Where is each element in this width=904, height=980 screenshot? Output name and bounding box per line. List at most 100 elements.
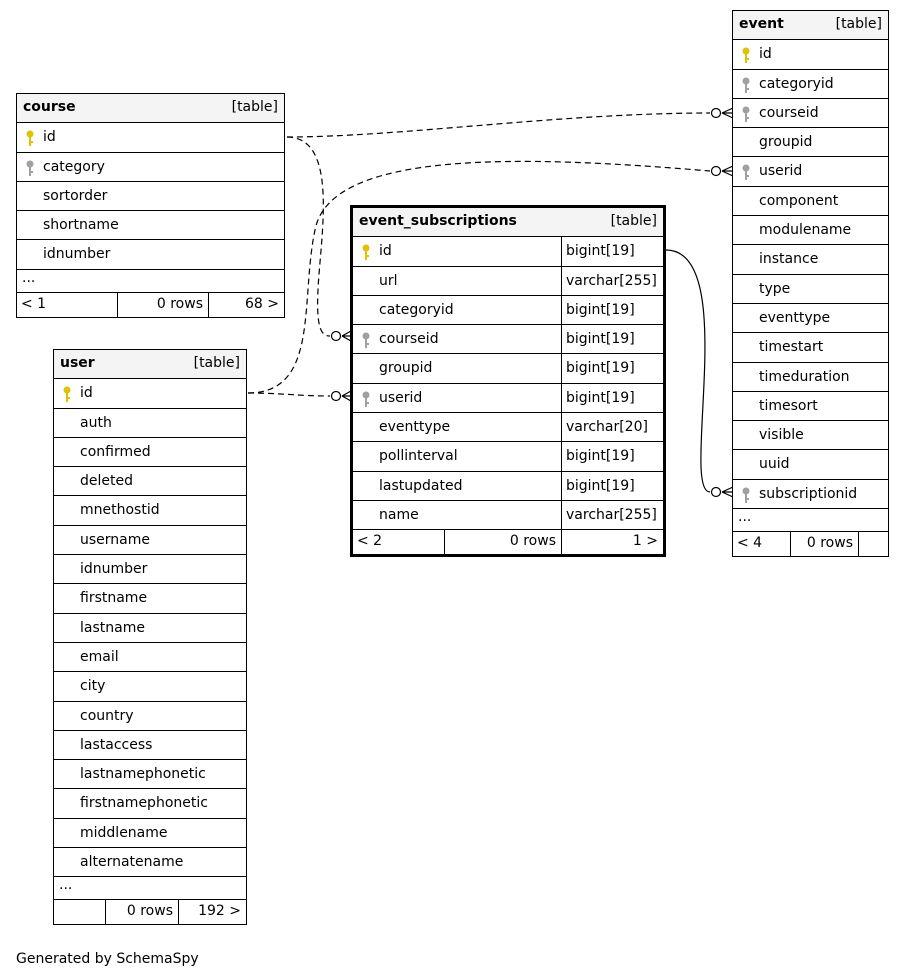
column-row[interactable]: groupid bigint[19] [353,354,663,384]
column-row[interactable]: country [54,702,246,731]
column-row[interactable]: pollinterval bigint[19] [353,442,663,472]
column-name: userid [759,163,803,180]
table-course[interactable]: course [table] id category sortorder sho… [16,93,285,318]
column-row[interactable]: url varchar[255] [353,266,663,296]
column-row[interactable]: id bigint[19] [353,237,663,267]
column-row[interactable]: sortorder [17,182,284,212]
column-row[interactable]: username [54,526,246,556]
column-row[interactable]: type [733,275,888,304]
table-event-subscriptions[interactable]: event_subscriptions [table] id bigint[19… [350,205,666,558]
column-row[interactable]: city [54,672,246,702]
table-footer: < 4 0 rows [733,532,888,557]
column-row[interactable]: modulename [733,216,888,246]
children-link[interactable]: 68 > [208,292,284,317]
column-row[interactable]: shortname [17,211,284,241]
table-type-label: [table] [231,99,278,115]
column-name: url [379,272,398,289]
column-row[interactable]: mnethostid [54,496,246,526]
primary-key-icon [742,47,750,64]
edge-user-subscriptions [247,392,331,397]
column-row[interactable]: component [733,187,888,217]
column-row[interactable]: eventtype [733,304,888,334]
crowfoot [721,107,734,119]
parents-link[interactable]: < 1 [21,295,47,312]
column-name: confirmed [80,443,151,460]
column-row[interactable]: subscriptionid [733,480,888,510]
column-row[interactable]: visible [733,421,888,451]
column-row[interactable]: idnumber [17,240,284,270]
column-row[interactable]: instance [733,245,888,275]
table-name: event_subscriptions [359,213,517,229]
table-header: event_subscriptions [table] [353,208,663,238]
column-row[interactable]: lastupdated bigint[19] [353,471,663,501]
column-name: name [379,506,419,523]
column-name: id [43,129,56,146]
edge-course-event [286,112,711,138]
column-row[interactable]: lastaccess [54,731,246,761]
crowfoot-circle [710,486,722,498]
column-row[interactable]: idnumber [54,555,246,585]
column-row[interactable]: categoryid [733,70,888,99]
parents-link[interactable]: < 2 [357,533,383,550]
edge-subscriptions-event [665,249,711,493]
column-row[interactable]: courseid [733,99,888,129]
table-name: course [23,99,76,115]
column-name: courseid [379,331,439,348]
column-row[interactable]: id [54,379,246,409]
ellipsis-row: ... [733,509,888,533]
column-name: firstnamephonetic [80,795,208,812]
column-row[interactable]: alternatename [54,848,246,878]
table-event[interactable]: event [table] id categoryid courseid gro… [732,10,889,558]
column-name: mnethostid [80,502,160,519]
column-name: courseid [759,104,819,121]
crowfoot-circle [710,107,722,119]
column-type: bigint[19] [561,325,663,354]
column-row[interactable]: timesort [733,392,888,422]
column-row[interactable]: auth [54,409,246,438]
column-name: eventtype [759,309,831,326]
column-row[interactable]: userid bigint[19] [353,383,663,414]
column-name: timestart [759,339,824,356]
ellipsis-row: ... [17,270,284,293]
column-row[interactable]: courseid bigint[19] [353,325,663,355]
parents-link[interactable] [54,900,105,924]
column-row[interactable]: id [17,123,284,153]
column-row[interactable]: name varchar[255] [353,500,663,531]
column-name: lastnamephonetic [80,766,206,783]
column-row[interactable]: deleted [54,467,246,497]
column-row[interactable]: firstnamephonetic [54,789,246,819]
column-row[interactable]: uuid [733,450,888,480]
column-row[interactable]: groupid [733,128,888,158]
column-row[interactable]: timestart [733,333,888,363]
column-name: city [80,678,106,695]
generated-by-text: Generated by SchemaSpy [16,951,199,967]
column-row[interactable]: eventtype varchar[20] [353,413,663,443]
children-link[interactable]: 192 > [178,900,246,925]
table-header: course [table] [17,94,284,124]
column-row[interactable]: email [54,643,246,673]
ellipsis-row: ... [54,877,246,901]
column-row[interactable]: lastnamephonetic [54,760,246,790]
column-row[interactable]: middlename [54,819,246,849]
ellipsis: ... [59,877,73,894]
children-link[interactable]: 1 > [561,530,663,555]
table-user[interactable]: user [table] id auth confirmed deleted m… [53,349,247,926]
column-row[interactable]: lastname [54,614,246,643]
column-name: shortname [43,217,119,234]
table-header: event [table] [733,11,888,41]
column-row[interactable]: categoryid bigint[19] [353,295,663,326]
foreign-key-icon [742,77,750,93]
children-link[interactable] [858,532,888,557]
column-row[interactable]: category [17,153,284,182]
column-row[interactable]: id [733,40,888,70]
column-name: instance [759,251,819,268]
column-type: bigint[19] [561,354,663,383]
column-name: component [759,192,839,209]
table-name: event [739,16,784,32]
crowfoot-circle [330,390,342,402]
column-row[interactable]: firstname [54,584,246,614]
parents-link[interactable]: < 4 [737,535,763,552]
column-row[interactable]: timeduration [733,363,888,392]
column-row[interactable]: confirmed [54,438,246,468]
column-row[interactable]: userid [733,157,888,187]
